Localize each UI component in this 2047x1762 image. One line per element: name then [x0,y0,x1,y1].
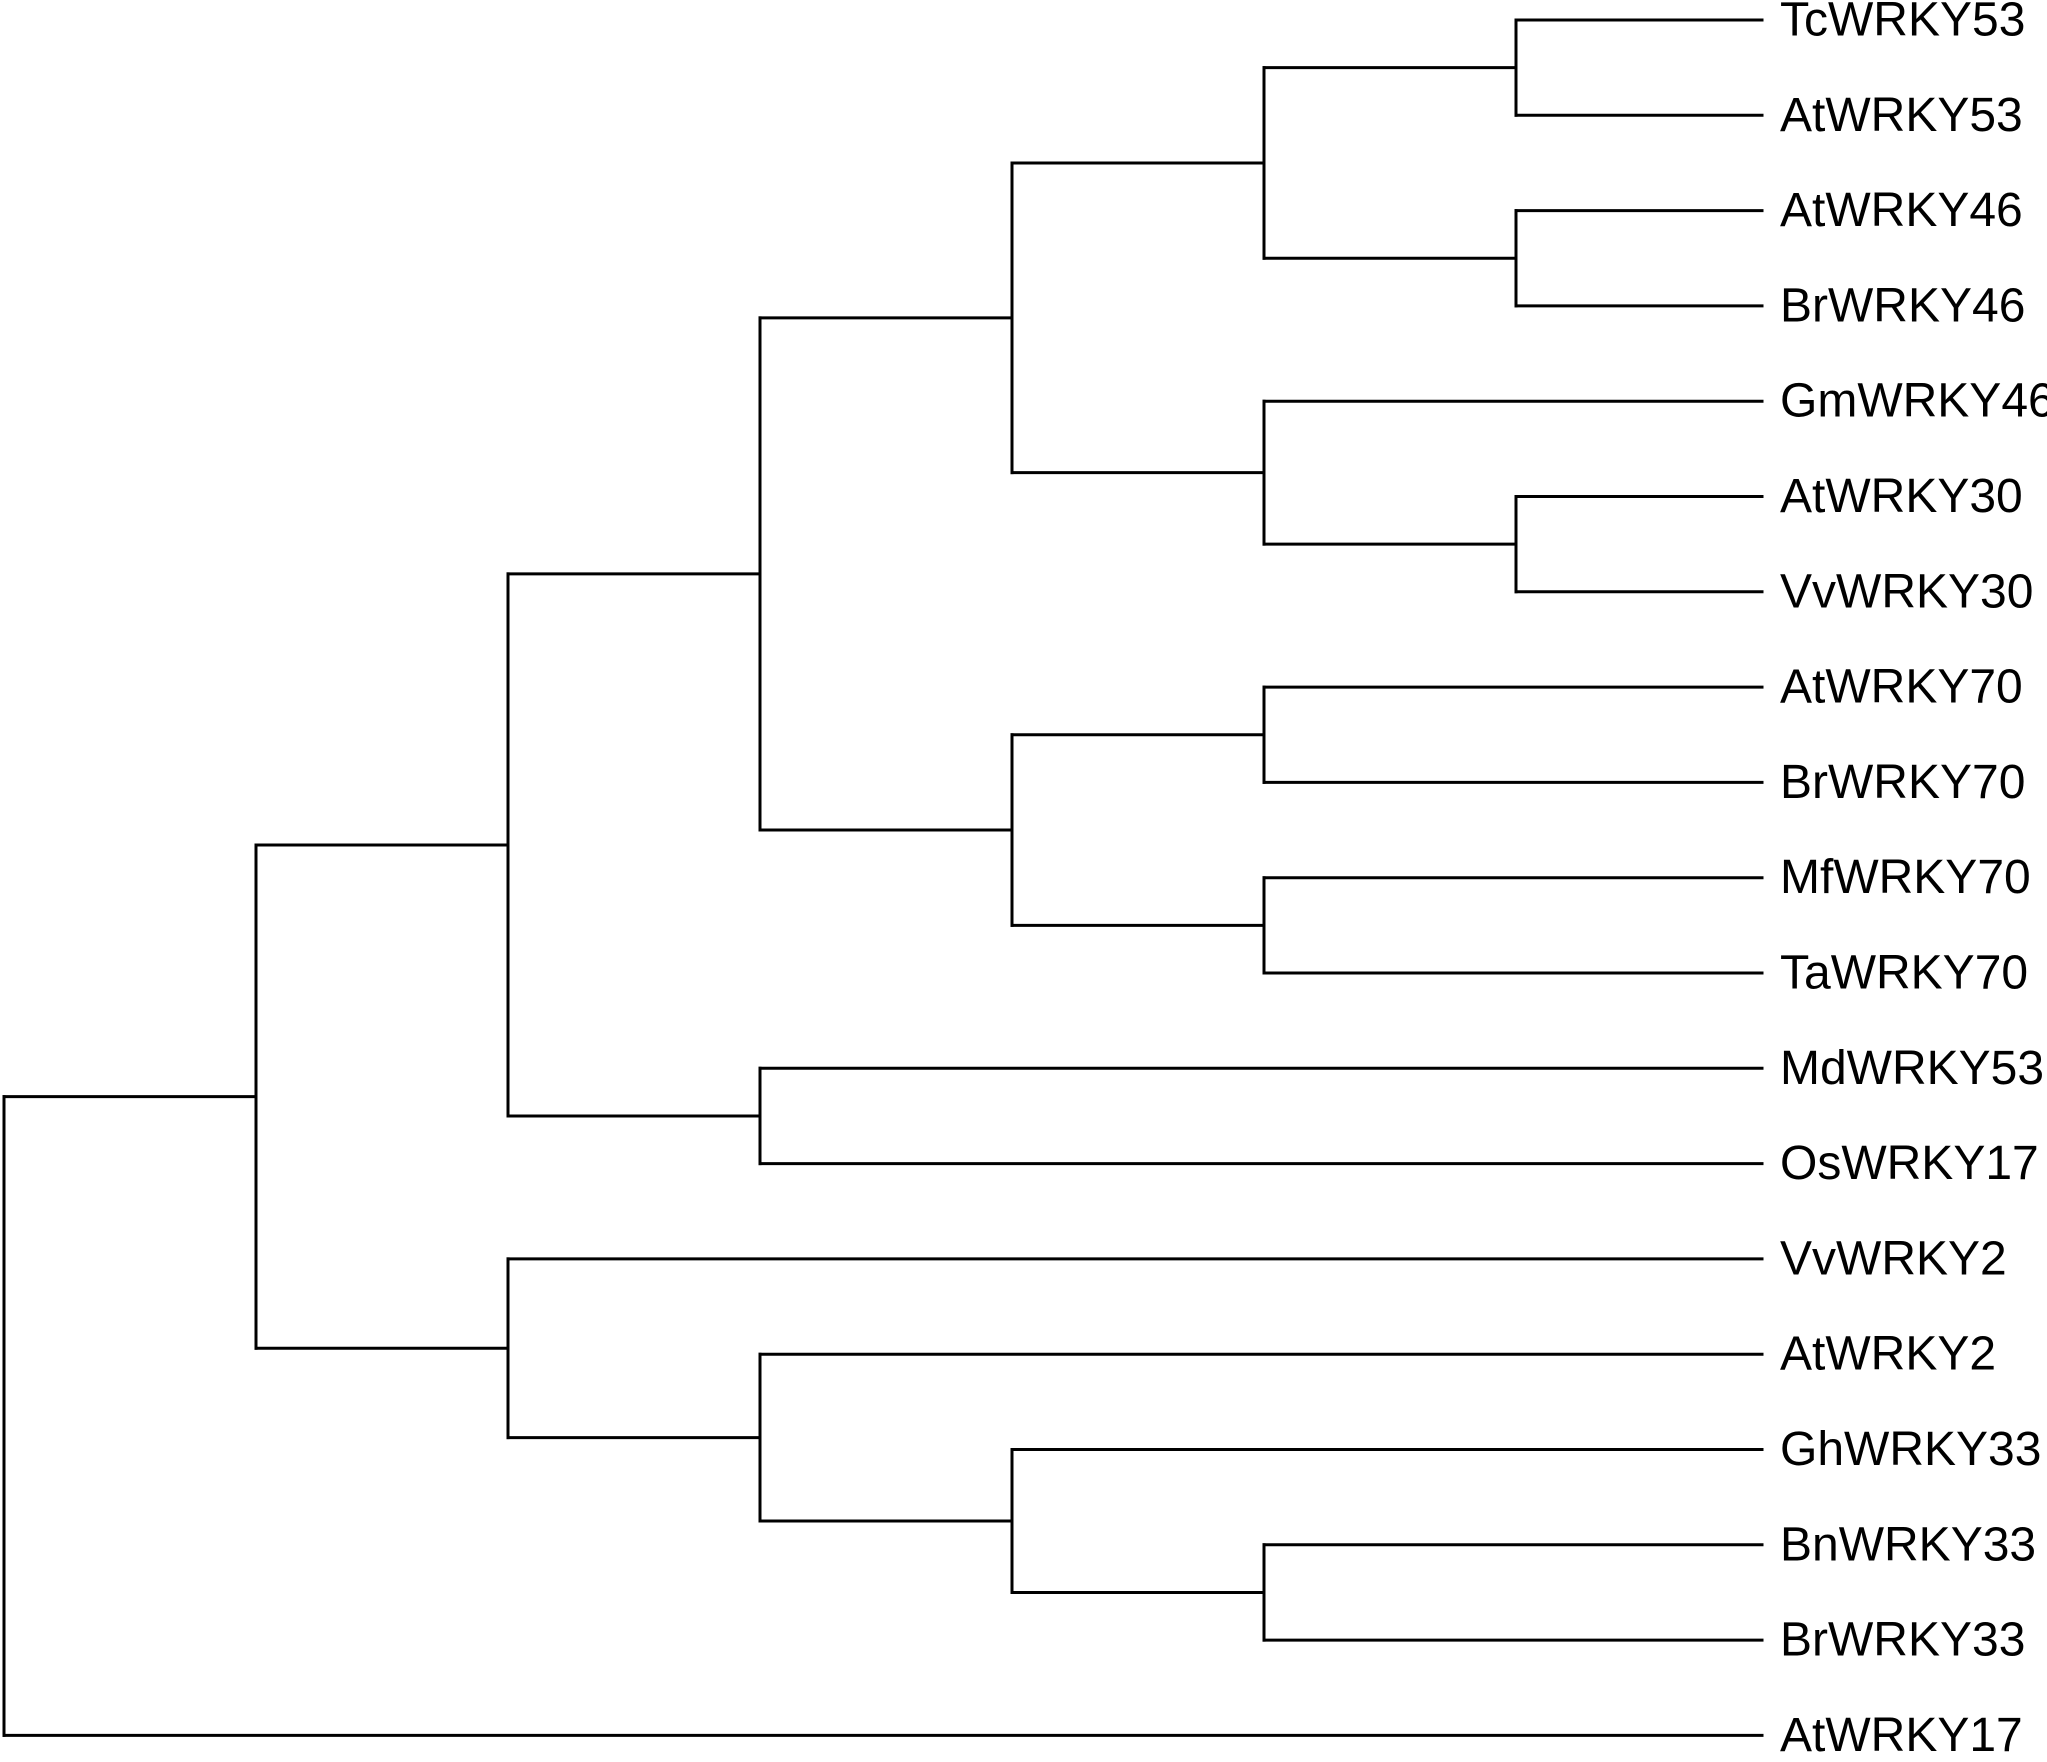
leaf-label: GmWRKY46 [1780,375,2047,428]
leaf-label: VvWRKY2 [1780,1232,2007,1285]
leaf-label: AtWRKY53 [1780,89,2023,142]
leaf-label: AtWRKY17 [1780,1709,2023,1757]
leaf-label: AtWRKY70 [1780,661,2023,714]
leaf-label: AtWRKY46 [1780,184,2023,237]
leaf-label: MdWRKY53 [1780,1042,2044,1095]
leaf-label: BrWRKY70 [1780,756,2025,809]
leaf-label: BrWRKY46 [1780,279,2025,332]
leaf-label: BnWRKY33 [1780,1518,2036,1571]
leaf-label: AtWRKY30 [1780,470,2023,523]
leaf-label: GhWRKY33 [1780,1423,2041,1476]
leaf-labels: TcWRKY53AtWRKY53AtWRKY46BrWRKY46GmWRKY46… [1780,0,2047,1762]
leaf-label: TcWRKY53 [1780,0,2025,47]
leaf-label: OsWRKY17 [1780,1137,2039,1190]
leaf-label: TaWRKY70 [1780,947,2028,1000]
tree-branches [2,18,1764,1737]
leaf-label: VvWRKY30 [1780,565,2033,618]
leaf-label: BrWRKY33 [1780,1614,2025,1667]
leaf-label: MfWRKY70 [1780,851,2031,904]
leaf-label: AtWRKY2 [1780,1328,1996,1381]
